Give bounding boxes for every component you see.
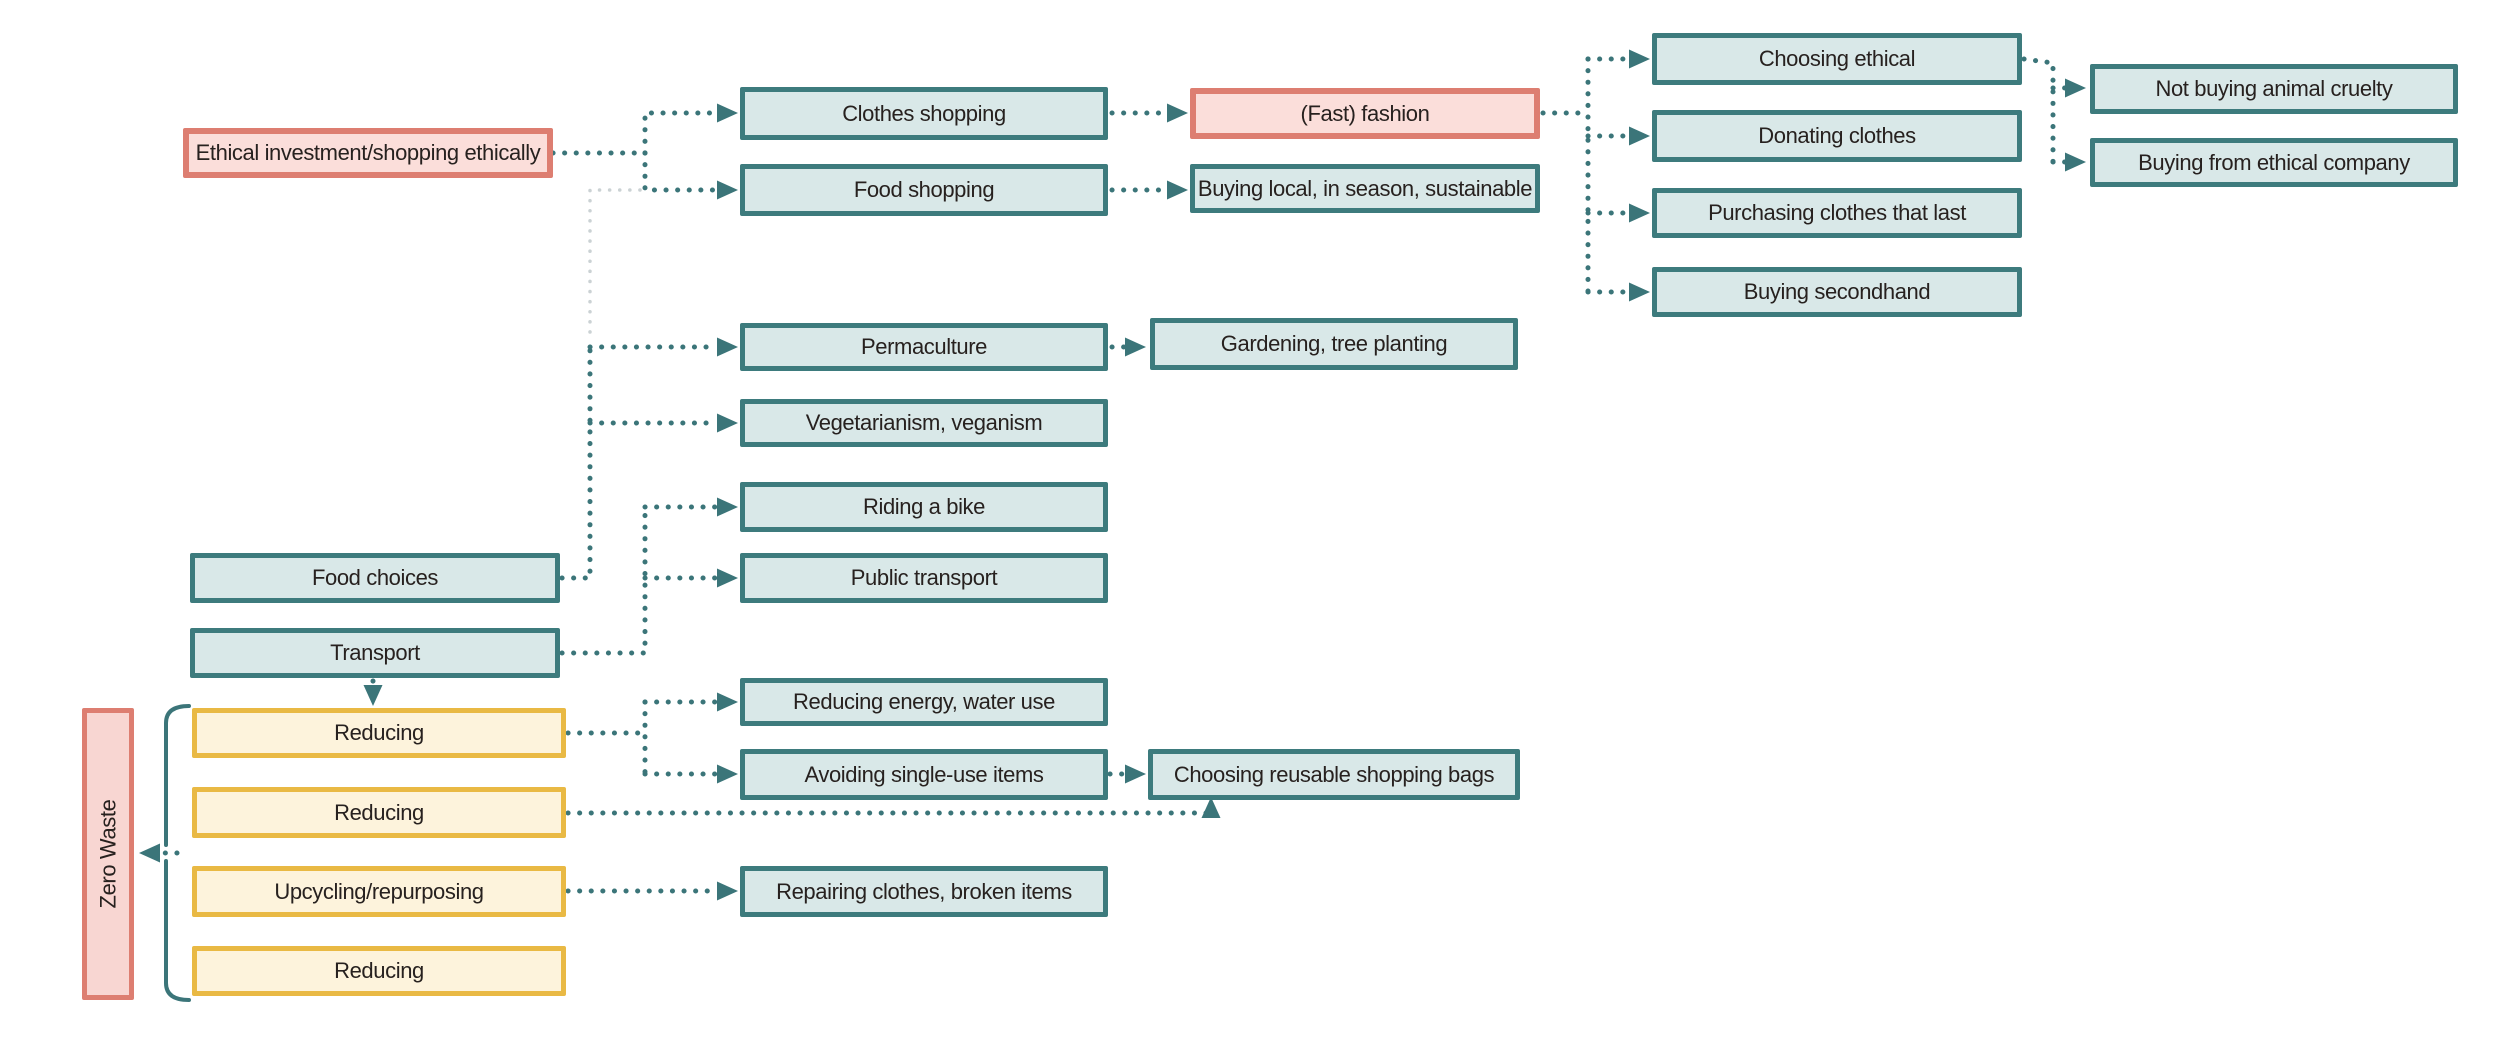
edge-reducing2-to-reusable-bags [565,810,1214,821]
node-choosing-reusable-shopping-bags: Choosing reusable shopping bags [1148,749,1520,800]
node-label-food-shopping: Food shopping [853,177,995,202]
node-reducing-energy-water-use: Reducing energy, water use [740,678,1108,726]
node-donating-clothes: Donating clothes [1652,110,2022,162]
node-label-buying-from-ethical-company: Buying from ethical company [2138,149,2410,175]
node-label-reducing-1: Reducing [334,720,424,745]
node-reducing-2: Reducing [192,787,566,838]
node-fast-fashion: (Fast) fashion [1190,88,1540,139]
node-avoiding-single-use-items: Avoiding single-use items [740,749,1108,800]
node-label-choosing-reusable-shopping-bags: Choosing reusable shopping bags [1173,761,1495,787]
node-vegetarianism-veganism: Vegetarianism, veganism [740,399,1108,447]
arrowhead-ethical-to-food-shopping [717,180,738,200]
node-riding-a-bike: Riding a bike [740,482,1108,532]
arrowhead-clothes-to-fast-fashion [1167,103,1188,123]
node-zero-waste: Zero Waste [82,708,134,1000]
arrowhead-permaculture-to-gardening [1125,337,1146,357]
node-label-choosing-ethical: Choosing ethical [1758,46,1916,71]
arrowhead-fast-fashion-to-secondhand [1629,282,1650,302]
arrowhead-food-choices-to-vegetarianism [717,413,738,433]
node-repairing-clothes-broken-items: Repairing clothes, broken items [740,866,1108,917]
arrowhead-reducing1-to-energy-water [717,692,738,712]
node-food-choices: Food choices [190,553,560,603]
node-label-purchasing-clothes-that-last: Purchasing clothes that last [1708,200,1966,225]
node-transport: Transport [190,628,560,678]
node-label-reducing-3: Reducing [334,958,424,983]
node-label-reducing-energy-water-use: Reducing energy, water use [793,689,1055,714]
node-label-buying-secondhand: Buying secondhand [1743,279,1931,304]
arrowhead-fast-fashion-to-donating [1629,126,1650,146]
node-public-transport: Public transport [740,553,1108,603]
edge-transport-trunk [559,504,648,656]
node-reducing-3: Reducing [192,946,566,996]
node-label-avoiding-single-use-items: Avoiding single-use items [804,761,1044,787]
node-ethical-investment: Ethical investment/shopping ethically [183,128,553,178]
node-label-repairing-clothes-broken-items: Repairing clothes, broken items [776,878,1072,904]
bracket-zero-waste-bracket [164,704,191,1002]
node-buying-local: Buying local, in season, sustainable [1190,164,1540,213]
node-label-reducing-2: Reducing [334,799,424,825]
arrowhead-upcycling-to-repairing [717,881,738,901]
node-label-fast-fashion: (Fast) fashion [1300,100,1430,126]
edge-ethical-to-food-shopping [642,150,720,193]
arrowhead-fast-fashion-to-purchasing [1629,203,1650,223]
edge-choosing-ethical-trunk [2021,56,2056,165]
arrowhead-transport-to-riding-bike [717,497,738,517]
arrowhead-choosing-to-ethical-company [2065,152,2086,172]
node-purchasing-clothes-that-last: Purchasing clothes that last [1652,188,2022,238]
node-label-vegetarianism-veganism: Vegetarianism, veganism [805,410,1043,435]
node-permaculture: Permaculture [740,323,1108,371]
node-label-not-buying-animal-cruelty: Not buying animal cruelty [2155,76,2393,101]
node-food-shopping: Food shopping [740,164,1108,216]
node-buying-from-ethical-company: Buying from ethical company [2090,138,2458,187]
node-clothes-shopping: Clothes shopping [740,87,1108,140]
node-label-gardening-tree-planting: Gardening, tree planting [1220,331,1448,356]
node-reducing-1: Reducing [192,708,566,758]
node-label-zero-waste: Zero Waste [95,799,121,909]
arrowhead-transport-to-reducing [363,685,383,706]
arrowhead-single-use-to-reusable-bags [1125,764,1146,784]
arrowhead-fast-fashion-to-choosing-ethical [1629,49,1650,69]
node-not-buying-animal-cruelty: Not buying animal cruelty [2090,64,2458,114]
node-label-ethical-investment: Ethical investment/shopping ethically [195,140,541,165]
arrowhead-reducing1-to-single-use [717,764,738,784]
node-label-clothes-shopping: Clothes shopping [842,100,1006,126]
node-upcycling-repurposing: Upcycling/repurposing [192,866,566,917]
arrowhead-group-to-zero-waste [139,843,160,863]
node-label-food-choices: Food choices [311,565,439,590]
node-choosing-ethical: Choosing ethical [1652,33,2022,85]
arrowhead-food-to-buying-local [1167,180,1188,200]
arrowhead-ethical-to-clothes-shopping [717,103,738,123]
node-label-public-transport: Public transport [850,565,998,590]
node-label-transport: Transport [330,640,420,665]
node-gardening-tree-planting: Gardening, tree planting [1150,318,1518,370]
node-label-permaculture: Permaculture [860,334,988,359]
edge-ethical-to-clothes-shopping [642,110,720,156]
node-label-donating-clothes: Donating clothes [1758,123,1916,148]
node-buying-secondhand: Buying secondhand [1652,267,2022,317]
node-label-upcycling-repurposing: Upcycling/repurposing [274,878,484,904]
arrowhead-food-choices-to-permaculture [717,337,738,357]
node-label-riding-a-bike: Riding a bike [863,494,985,519]
node-label-buying-local: Buying local, in season, sustainable [1197,175,1533,201]
arrowhead-choosing-to-not-buying-cruelty [2065,78,2086,98]
arrowhead-transport-to-public-transport [717,568,738,588]
edge-food-choices-trunk [559,344,593,581]
edge-faint-stub [588,188,642,342]
